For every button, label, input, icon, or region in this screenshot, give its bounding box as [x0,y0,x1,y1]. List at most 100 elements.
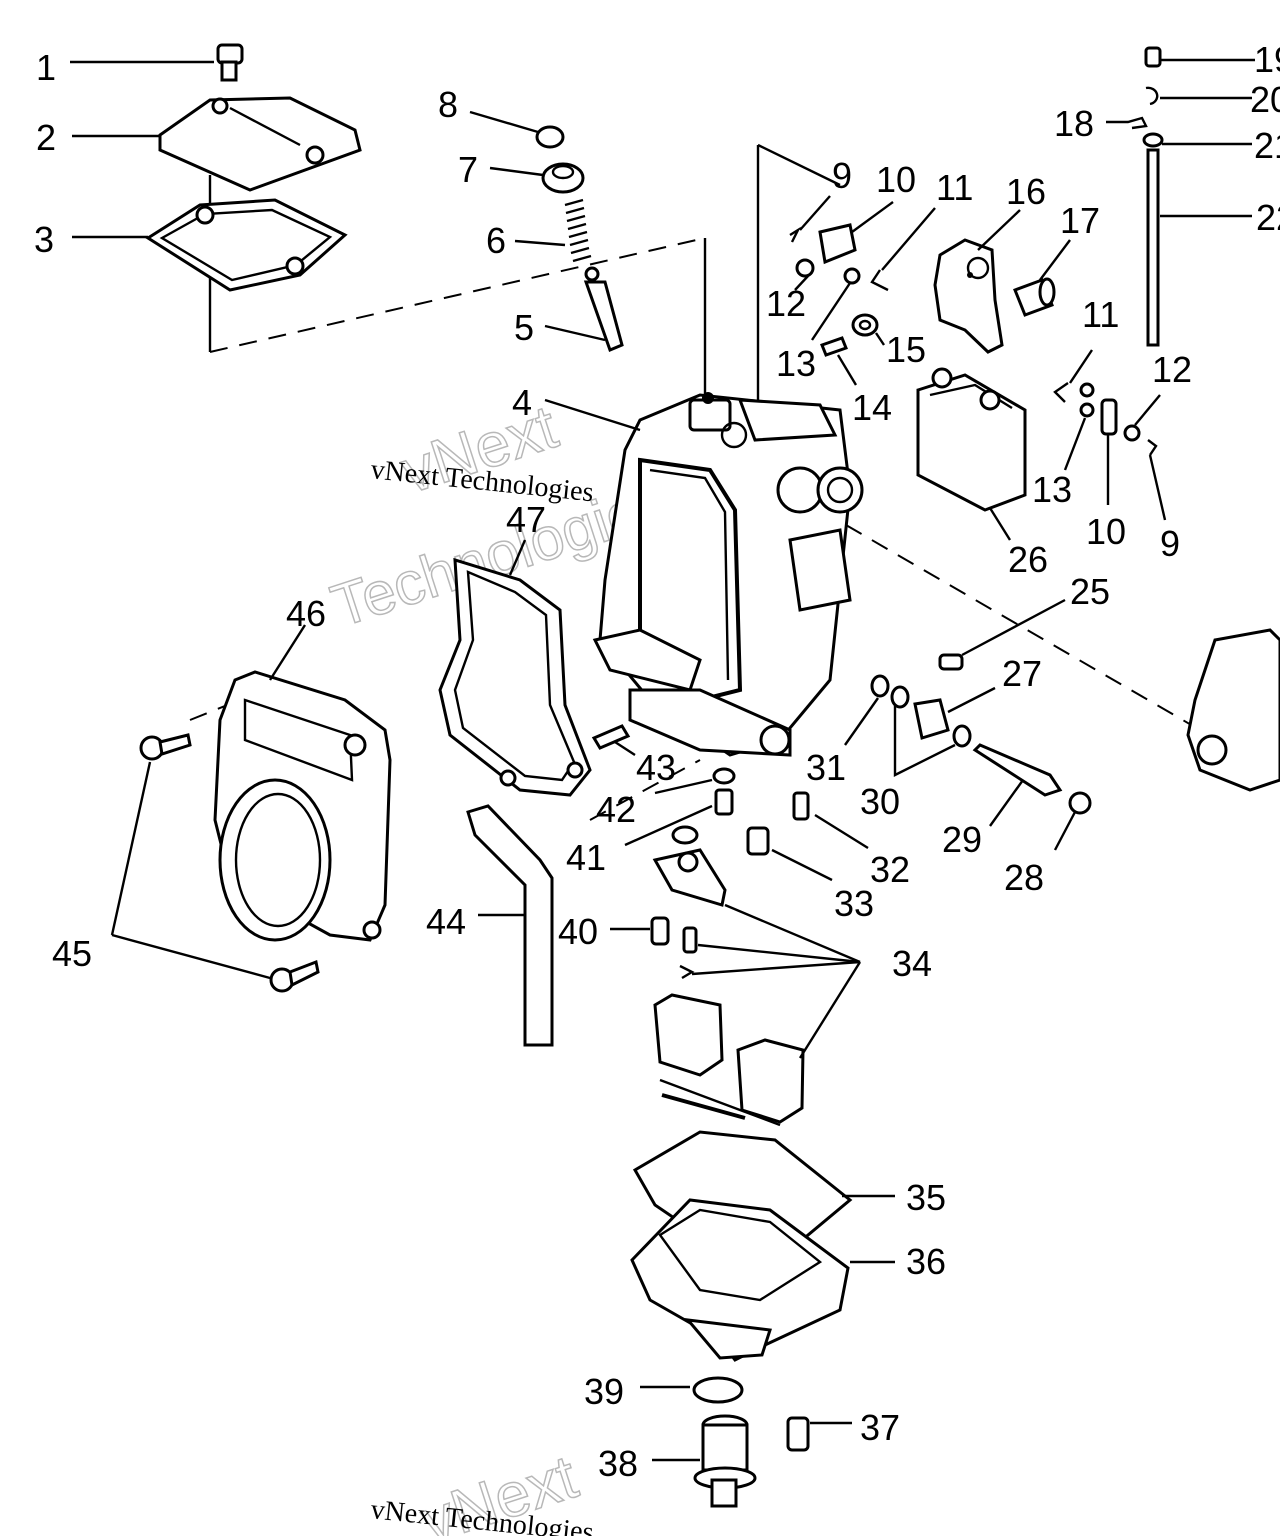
part-12-nut-left [794,258,815,291]
part-47-gasket [438,539,592,797]
callout-labels: 1 2 3 4 5 6 7 8 9 10 11 12 13 14 15 16 1… [34,39,1280,1484]
part-34-float-assembly [652,825,862,1127]
part-6-spring [514,198,592,263]
callout-20: 20 [1250,79,1280,120]
part-21-washer [1142,132,1252,148]
part-14-screw [820,336,858,386]
part-19-screw [1144,46,1255,68]
part-12-nut-right [1123,394,1161,442]
callout-16: 16 [1006,171,1046,212]
callout-45: 45 [52,933,92,974]
callout-10-left: 10 [876,159,916,200]
watermark-bottom: vNext vNext Technologies [369,1442,595,1536]
callout-15: 15 [886,329,926,370]
callout-7: 7 [458,149,478,190]
part-2-top-cover [72,96,362,192]
part-25-plug [938,598,1066,671]
callout-14: 14 [852,387,892,428]
callout-31: 31 [806,747,846,788]
part-22-rod [1146,148,1252,347]
callout-46: 46 [286,593,326,634]
callout-4: 4 [512,382,532,423]
part-7-seal [489,162,585,194]
callout-30: 30 [860,781,900,822]
part-13-washer-right [1063,382,1095,471]
part-46-throttle-housing [213,624,392,942]
part-41-jet [624,788,734,847]
callout-47: 47 [506,499,546,540]
callout-42: 42 [596,789,636,830]
part-15-seal [851,313,885,346]
callout-37: 37 [860,1407,900,1448]
callout-17: 17 [1060,200,1100,241]
callout-13-left: 13 [776,343,816,384]
callout-34: 34 [892,943,932,984]
part-39-o-ring [640,1376,744,1404]
callout-26: 26 [1008,539,1048,580]
callout-29: 29 [942,819,982,860]
callout-21: 21 [1254,125,1280,166]
callout-33: 33 [834,883,874,924]
callout-25: 25 [1070,571,1110,612]
callout-38: 38 [598,1443,638,1484]
callout-6: 6 [486,220,506,261]
part-17-bushing [1013,239,1071,317]
callout-8: 8 [438,84,458,125]
callout-27: 27 [1002,653,1042,694]
part-43-pin [591,724,636,757]
part-4-carburetor-body [544,392,864,757]
part-9-clip-left [789,195,831,243]
callout-19: 19 [1254,39,1280,80]
part-11-spring-clip-right [1053,349,1093,403]
part-5-needle [544,266,624,352]
part-1-screw [70,43,244,82]
callout-13-right: 13 [1032,469,1072,510]
callout-11-right: 11 [1082,294,1119,335]
part-32-jet [792,791,869,850]
part-37-screw [786,1416,852,1452]
callout-35: 35 [906,1177,946,1218]
callout-12-right: 12 [1152,349,1192,390]
part-36-float-bowl [630,1198,895,1362]
part-42-washer [654,767,736,795]
part-27-30-spring-set [890,685,996,777]
part-31-washer [844,674,890,746]
callout-2: 2 [36,117,56,158]
part-26-throttle-sensor [916,367,1027,541]
part-16-lever-housing [933,209,1021,354]
callout-40: 40 [558,911,598,952]
callout-44: 44 [426,901,466,942]
callout-11-left: 11 [936,167,973,208]
part-29-adjust-screw [972,743,1063,827]
part-3-gasket [72,198,348,292]
callout-5: 5 [514,307,534,348]
part-13-washer-left [811,267,861,341]
part-38-drain-plug [652,1414,757,1508]
callout-9-left: 9 [832,155,852,196]
part-28-nut [1053,791,1092,851]
part-11-spring-clip-left [870,207,936,292]
part-40-screw [610,916,670,946]
callout-9-right: 9 [1160,523,1180,564]
part-8-cap [469,110,565,149]
part-45-screws [110,733,320,993]
part-10-plate-left [818,201,894,265]
part-18-spring [1106,116,1148,130]
part-9-clip-right [1147,439,1167,521]
callout-32: 32 [870,849,910,890]
callout-3: 3 [34,219,54,260]
callout-12-left: 12 [766,283,806,324]
part-20-clip [1145,86,1252,106]
part-44-hose [466,804,554,1047]
callout-10-right: 10 [1086,511,1126,552]
callout-43: 43 [636,747,676,788]
callout-39: 39 [584,1371,624,1412]
callout-18: 18 [1054,103,1094,144]
callout-1: 1 [36,47,56,88]
callout-36: 36 [906,1241,946,1282]
part-10-plate-right [1100,398,1118,505]
callout-22: 22 [1256,197,1280,238]
callout-41: 41 [566,837,606,878]
part-right-cap [1186,628,1280,792]
